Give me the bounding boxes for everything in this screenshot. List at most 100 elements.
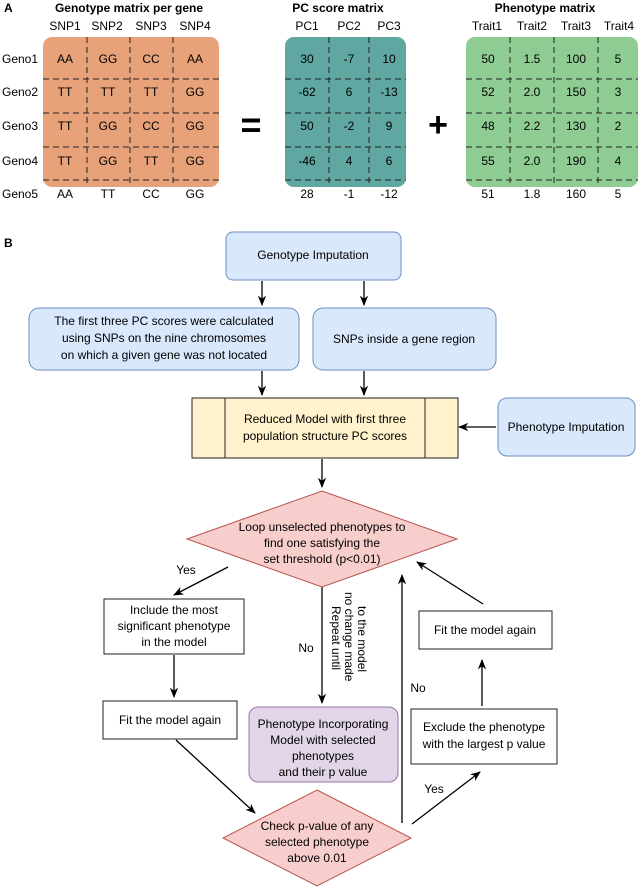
phenotype-cell: 48 <box>481 119 495 133</box>
genotype-cell: TT <box>58 85 73 99</box>
genotype-row-labels: Geno1 Geno2 Geno3 Geno4 Geno5 <box>2 52 38 201</box>
pc-cell: 6 <box>346 85 353 99</box>
genotype-cell: GG <box>99 154 118 168</box>
pc-cell: 50 <box>300 119 314 133</box>
arrow-check-to-exclude <box>411 771 481 825</box>
exclude-box-line: Exclude the phenotype <box>423 720 545 734</box>
phenotype-cell: 2.0 <box>524 154 541 168</box>
loop-phenotypes-diamond: Loop unselected phenotypes to find one s… <box>185 490 459 588</box>
genotype-cell: AA <box>187 52 203 66</box>
phenotype-cell: 150 <box>566 85 586 99</box>
incorporating-model-box: Phenotype Incorporating Model with selec… <box>248 706 399 783</box>
pc-col-header: PC1 <box>295 19 319 33</box>
snps-gene-region-label: SNPs inside a gene region <box>333 332 475 346</box>
phenotype-matrix-title: Phenotype matrix <box>495 1 596 15</box>
phenotype-cell: 160 <box>566 187 586 201</box>
check-diamond-line: selected phenotype <box>265 835 369 849</box>
pc-grid-lines <box>285 37 406 187</box>
genotype-grid-lines <box>43 37 219 187</box>
check-pvalue-diamond: Check p-value of any selected phenotype … <box>221 789 413 887</box>
phenotype-cell: 130 <box>566 119 586 133</box>
phenotype-cells: 50 1.5 100 5 52 2.0 150 3 48 2.2 130 2 5… <box>481 52 621 201</box>
genotype-col-header: SNP3 <box>135 19 167 33</box>
no-right-label: No <box>410 681 426 695</box>
genotype-cell: TT <box>144 154 159 168</box>
pc-cell: -1 <box>344 187 355 201</box>
exclude-box-line: with the largest p value <box>422 737 546 751</box>
pc-col-header: PC2 <box>337 19 361 33</box>
pc-cell: -12 <box>380 187 398 201</box>
phenotype-cell: 5 <box>615 187 622 201</box>
phenotype-matrix: Phenotype matrix Trait1 Trait2 Trait3 Tr… <box>466 1 638 201</box>
repeat-note-line: no change made <box>342 592 356 682</box>
genotype-cell: GG <box>99 119 118 133</box>
genotype-row-label: Geno5 <box>2 187 38 201</box>
loop-diamond-line: find one satisfying the <box>264 536 380 550</box>
pc-cell: 30 <box>300 52 314 66</box>
genotype-cell: AA <box>57 52 73 66</box>
pc-cell: -7 <box>344 52 355 66</box>
fit-left-label: Fit the model again <box>119 713 221 727</box>
genotype-cell: GG <box>186 85 205 99</box>
phenotype-imputation-label: Phenotype Imputation <box>508 420 625 434</box>
genotype-cell: GG <box>186 154 205 168</box>
pc-cell: -46 <box>298 154 316 168</box>
pc-cell: 4 <box>346 154 353 168</box>
phenotype-cell: 3 <box>615 85 622 99</box>
genotype-cell: CC <box>142 52 160 66</box>
phenotype-cell: 1.5 <box>524 52 541 66</box>
phenotype-imputation-box: Phenotype Imputation <box>497 397 636 457</box>
phenotype-cell: 55 <box>481 154 495 168</box>
genotype-cell: GG <box>99 52 118 66</box>
phenotype-cell: 2 <box>615 119 622 133</box>
pc-cell: 28 <box>300 187 314 201</box>
pc-column-headers: PC1 PC2 PC3 <box>295 19 401 33</box>
genotype-cell: CC <box>142 187 160 201</box>
include-phenotype-box: Include the most significant phenotype i… <box>103 598 245 655</box>
genotype-cells: AA GG CC AA TT TT TT GG TT GG CC GG TT G… <box>57 52 204 201</box>
reduced-model-line: population structure PC scores <box>243 429 407 443</box>
include-box-line: significant phenotype <box>118 619 231 633</box>
incorporating-model-line: Model with selected <box>270 733 375 747</box>
phenotype-col-header: Trait4 <box>604 19 635 33</box>
genotype-row-label: Geno1 <box>2 52 38 66</box>
incorporating-model-line: phenotypes <box>292 749 354 763</box>
pc-scores-line: The first three PC scores were calculate… <box>54 314 273 328</box>
equals-sign: = <box>240 104 261 145</box>
flow-connectors <box>169 281 496 825</box>
include-box-line: in the model <box>141 635 206 649</box>
fit-model-left-box: Fit the model again <box>102 700 238 740</box>
genotype-row-label: Geno2 <box>2 85 38 99</box>
pc-cell: -2 <box>344 119 355 133</box>
loop-diamond-line: Loop unselected phenotypes to <box>239 520 406 534</box>
incorporating-model-line: and their p value <box>279 765 368 779</box>
pc-cell: 9 <box>386 119 393 133</box>
pc-cell: 10 <box>382 52 396 66</box>
include-box-line: Include the most <box>130 603 219 617</box>
phenotype-grid-lines <box>466 37 638 187</box>
phenotype-cell: 51 <box>481 187 495 201</box>
genotype-matrix-title: Genotype matrix per gene <box>55 1 203 15</box>
no-middle-label: No <box>298 641 314 655</box>
fit-model-right-box: Fit the model again <box>418 610 553 650</box>
genotype-imputation-label: Genotype Imputation <box>257 248 368 262</box>
pc-cell: -62 <box>298 85 316 99</box>
phenotype-col-header: Trait2 <box>517 19 548 33</box>
genotype-col-header: SNP2 <box>91 19 123 33</box>
genotype-cell: CC <box>142 119 160 133</box>
phenotype-col-header: Trait3 <box>561 19 592 33</box>
yes-left-label: Yes <box>176 563 196 577</box>
snps-gene-region-box: SNPs inside a gene region <box>312 307 497 371</box>
phenotype-matrix-bg <box>466 37 638 187</box>
genotype-cell: GG <box>186 187 205 201</box>
reduced-model-box: Reduced Model with first three populatio… <box>191 397 459 459</box>
reduced-model-line: Reduced Model with first three <box>244 412 406 426</box>
phenotype-cell: 100 <box>566 52 586 66</box>
incorporating-model-line: Phenotype Incorporating <box>258 717 389 731</box>
genotype-row-label: Geno4 <box>2 154 38 168</box>
phenotype-cell: 4 <box>615 154 622 168</box>
phenotype-cell: 190 <box>566 154 586 168</box>
phenotype-cell: 1.8 <box>524 187 541 201</box>
panel-b-label: B <box>4 236 13 250</box>
exclude-phenotype-box: Exclude the phenotype with the largest p… <box>410 708 558 765</box>
